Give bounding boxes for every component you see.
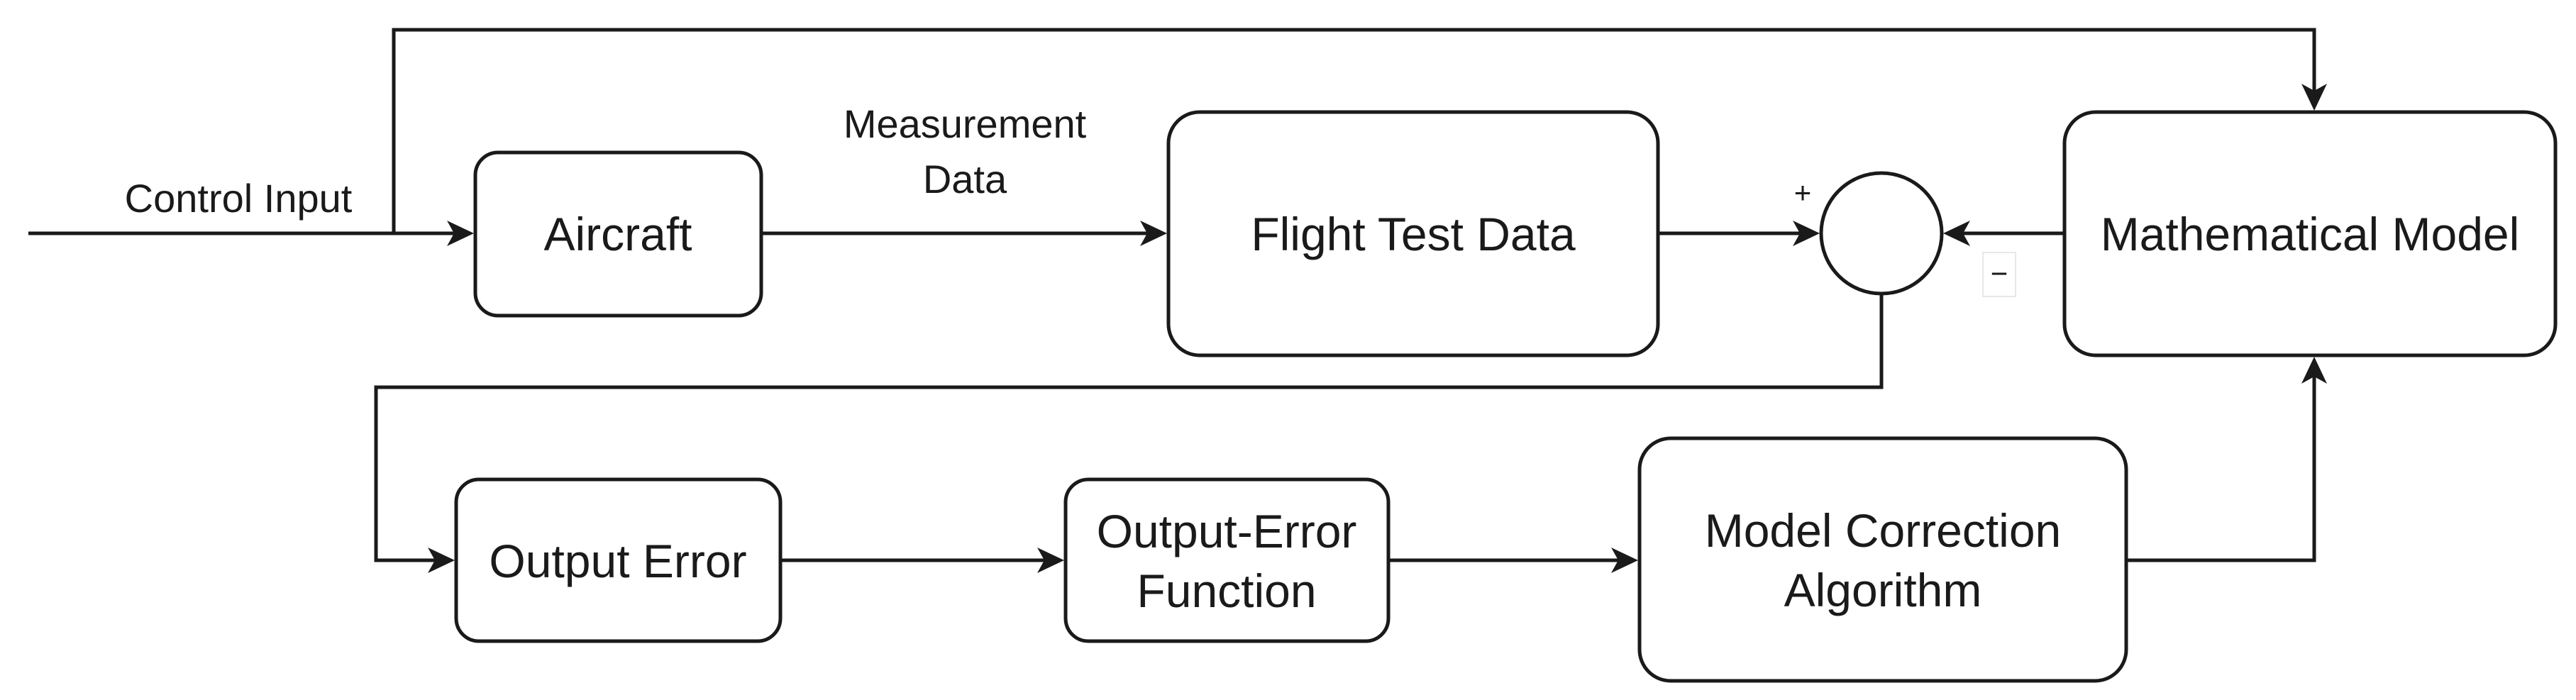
model-correction-algorithm-label-line-2: Algorithm	[1784, 564, 1982, 616]
aircraft-block: Aircraft	[473, 150, 763, 318]
aircraft-label: Aircraft	[543, 208, 692, 260]
output-error-label: Output Error	[489, 535, 746, 587]
arrowhead-junction-plus	[1793, 221, 1820, 246]
edge-correction-to-model	[2126, 367, 2316, 562]
flight-test-data-block: Flight Test Data	[1166, 110, 1660, 357]
summing-junction-circle	[1819, 171, 1944, 296]
edge-label-measurement-data: Measurement Data	[827, 96, 1103, 208]
arrowhead-model-bottom	[2301, 357, 2327, 384]
minus-sign-box	[1982, 252, 2016, 297]
arrowhead-flight-test-data	[1140, 221, 1167, 246]
summing-junction: + −	[1794, 171, 2016, 297]
output-error-function-block: Output-Error Function	[1063, 477, 1391, 643]
plus-sign: +	[1794, 176, 1812, 209]
arrowhead-aircraft-input	[447, 221, 474, 246]
arrowhead-model-correction	[1611, 548, 1638, 573]
arrowhead-model-top	[2301, 84, 2327, 111]
output-error-function-label-line-1: Output-Error	[1097, 505, 1357, 557]
output-error-function-label-line-2: Function	[1137, 565, 1316, 617]
arrowhead-output-error	[428, 548, 455, 573]
edge-junction-to-output-error	[374, 294, 1884, 562]
flight-test-data-label: Flight Test Data	[1251, 208, 1576, 260]
mathematical-model-block: Mathematical Model	[2062, 110, 2558, 357]
arrowhead-junction-minus	[1943, 221, 1970, 246]
data-label: Data	[923, 157, 1007, 201]
edge-label-control-input: Control Input	[105, 172, 372, 224]
edge-control-input-to-model	[392, 28, 2316, 233]
measurement-label: Measurement	[844, 101, 1087, 146]
connectors	[28, 28, 2327, 573]
arrowhead-output-error-function	[1037, 548, 1064, 573]
mathematical-model-label: Mathematical Model	[2101, 208, 2520, 260]
minus-sign: −	[1991, 257, 2008, 290]
control-input-label: Control Input	[125, 176, 353, 221]
model-correction-algorithm-block: Model Correction Algorithm	[1637, 436, 2128, 683]
output-error-block: Output Error	[454, 477, 783, 643]
model-correction-algorithm-label-line-1: Model Correction	[1705, 504, 2062, 557]
